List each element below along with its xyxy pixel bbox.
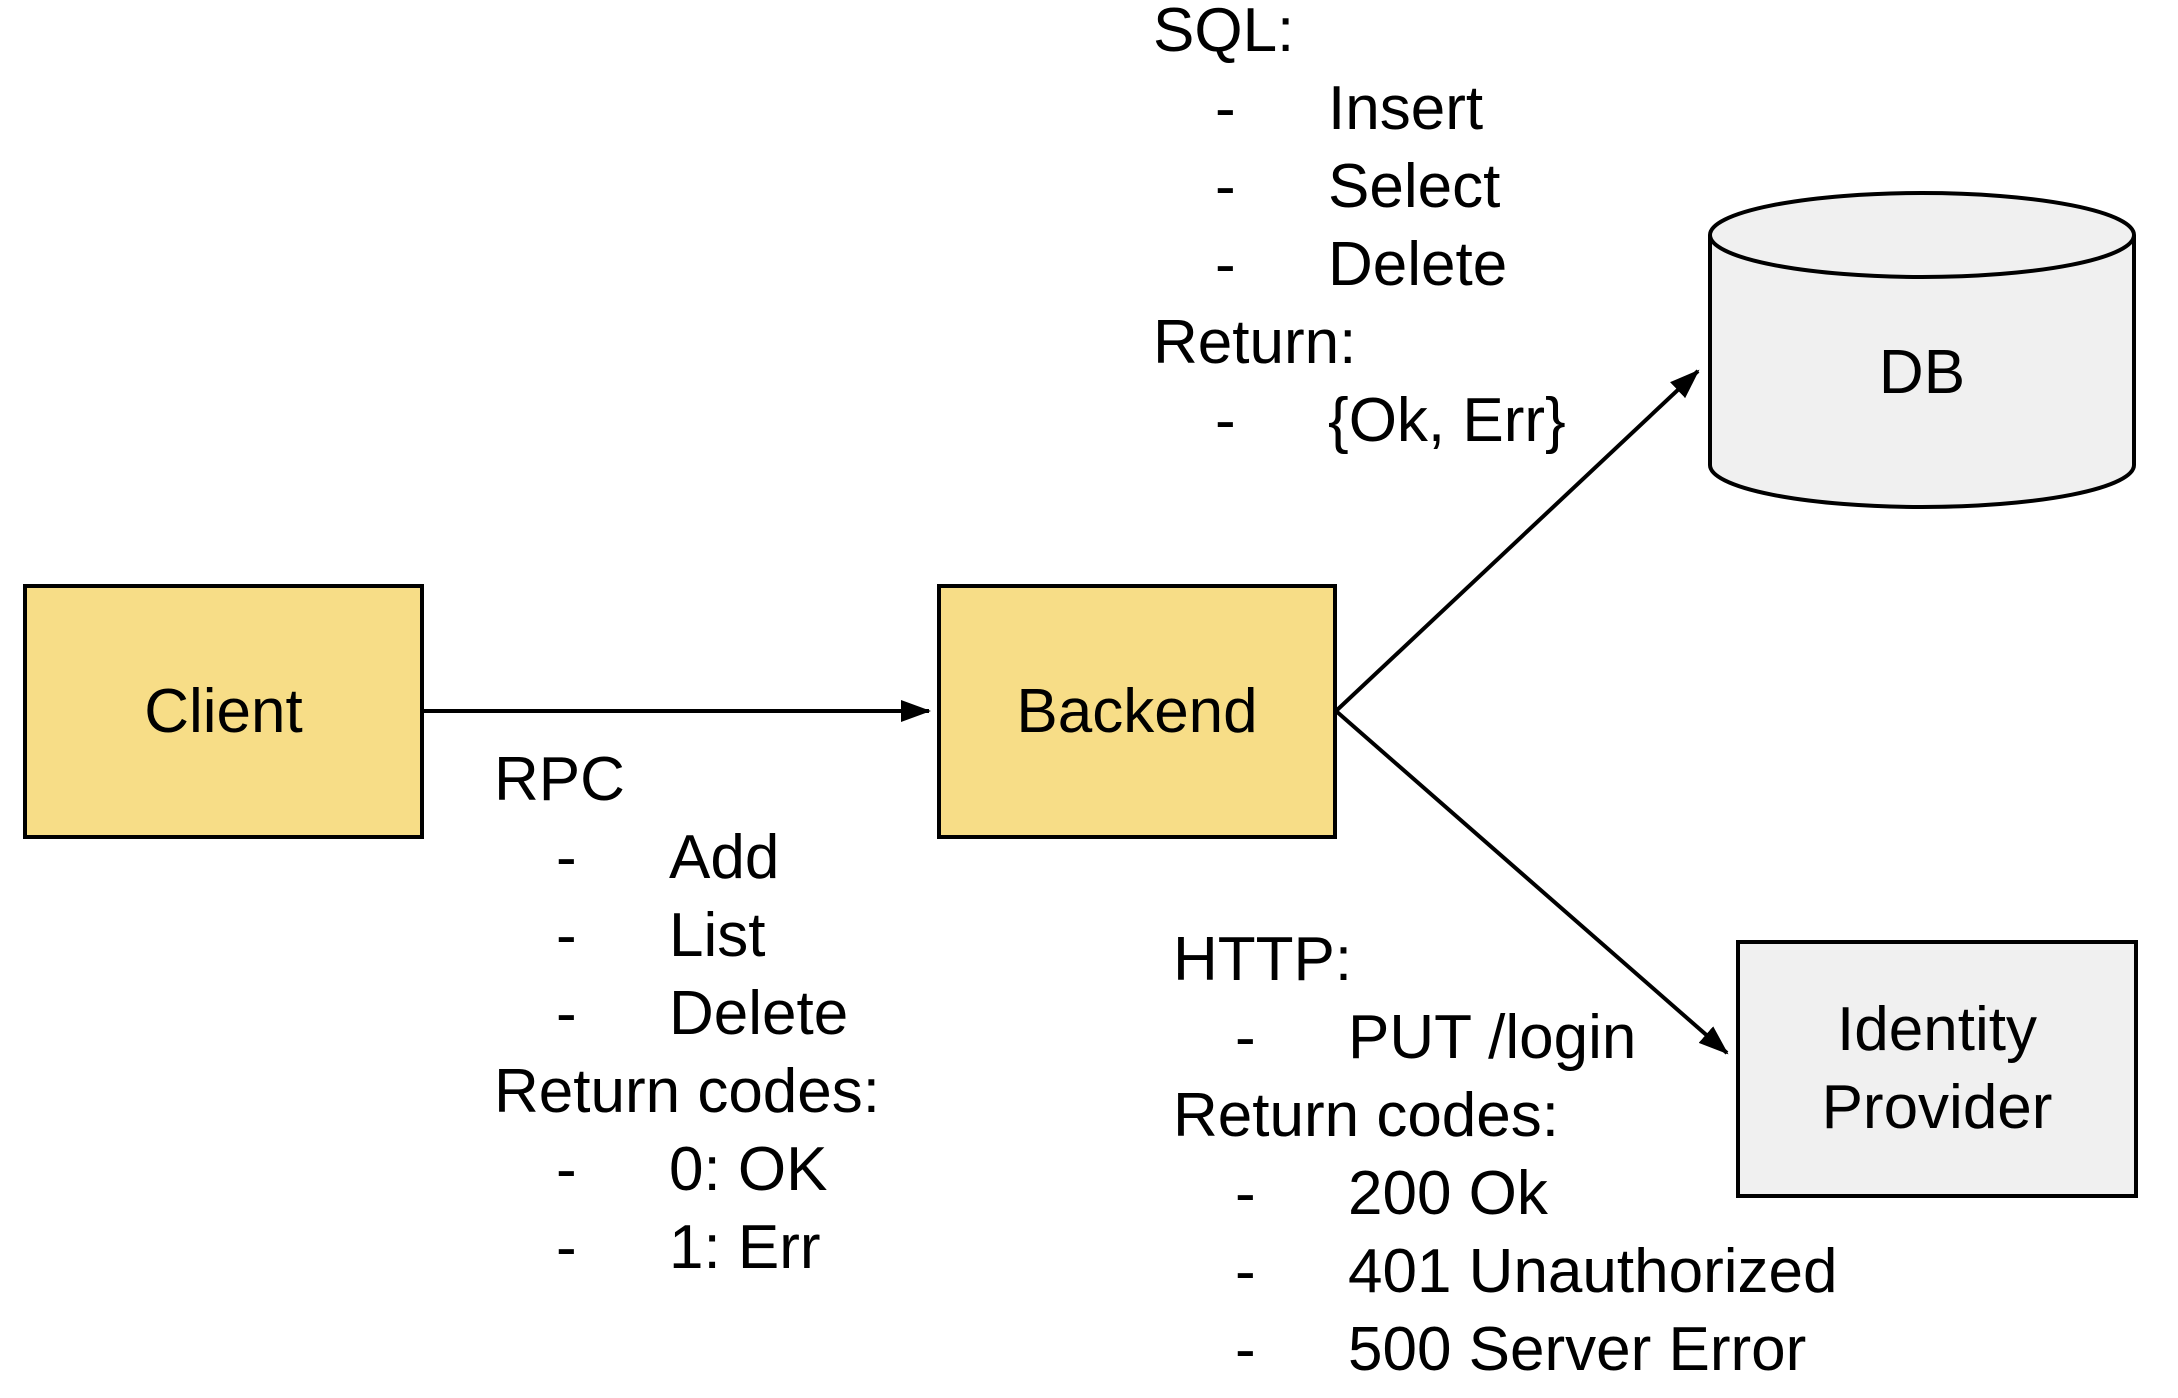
- rpc-item: List: [669, 901, 766, 970]
- http-subitem: 401 Unauthorized: [1348, 1237, 1838, 1306]
- bullet-dash: -: [556, 901, 577, 970]
- bullet-dash: -: [1215, 74, 1236, 143]
- bullet-dash: -: [556, 1135, 577, 1204]
- backend-node-label: Backend: [1016, 676, 1258, 746]
- bullet-dash: -: [556, 823, 577, 892]
- http-heading: HTTP:: [1173, 925, 1353, 994]
- http-subitem: 200 Ok: [1348, 1159, 1548, 1228]
- db-node-label: DB: [1878, 337, 1966, 407]
- db-node: [1708, 191, 2136, 509]
- client-node-label: Client: [144, 676, 303, 746]
- rpc-subitem: 0: OK: [669, 1135, 828, 1204]
- rpc-item: Add: [669, 823, 780, 892]
- sql-item: Insert: [1328, 74, 1484, 143]
- client-node: Client: [23, 584, 424, 839]
- http-subitem: 500 Server Error: [1348, 1315, 1807, 1384]
- sql-subheading: Return:: [1153, 308, 1357, 377]
- backend-idp-arrow: [1334, 709, 1729, 1055]
- rpc-heading: RPC: [494, 745, 625, 814]
- backend-node: Backend: [937, 584, 1337, 839]
- bullet-dash: -: [1215, 230, 1236, 299]
- bullet-dash: -: [1215, 152, 1236, 221]
- identity-provider-label-line2: Provider: [1821, 1073, 2053, 1142]
- bullet-dash: -: [1235, 1159, 1256, 1228]
- rpc-subitem: 1: Err: [669, 1213, 821, 1282]
- sql-item: Delete: [1328, 230, 1508, 299]
- sql-heading: SQL:: [1153, 0, 1295, 65]
- bullet-dash: -: [1235, 1315, 1256, 1384]
- identity-provider-node: Identity Provider: [1736, 940, 2138, 1198]
- rpc-item: Delete: [669, 979, 849, 1048]
- sql-subitem: {Ok, Err}: [1328, 386, 1566, 455]
- rpc-subheading: Return codes:: [494, 1057, 880, 1126]
- bullet-dash: -: [556, 1213, 577, 1282]
- http-subheading: Return codes:: [1173, 1081, 1559, 1150]
- bullet-dash: -: [1235, 1003, 1256, 1072]
- http-item: PUT /login: [1348, 1003, 1637, 1072]
- identity-provider-label-line1: Identity: [1837, 995, 2037, 1064]
- bullet-dash: -: [1215, 386, 1236, 455]
- backend-db-arrow: [1334, 369, 1700, 713]
- bullet-dash: -: [556, 979, 577, 1048]
- bullet-dash: -: [1235, 1237, 1256, 1306]
- sql-item: Select: [1328, 152, 1501, 221]
